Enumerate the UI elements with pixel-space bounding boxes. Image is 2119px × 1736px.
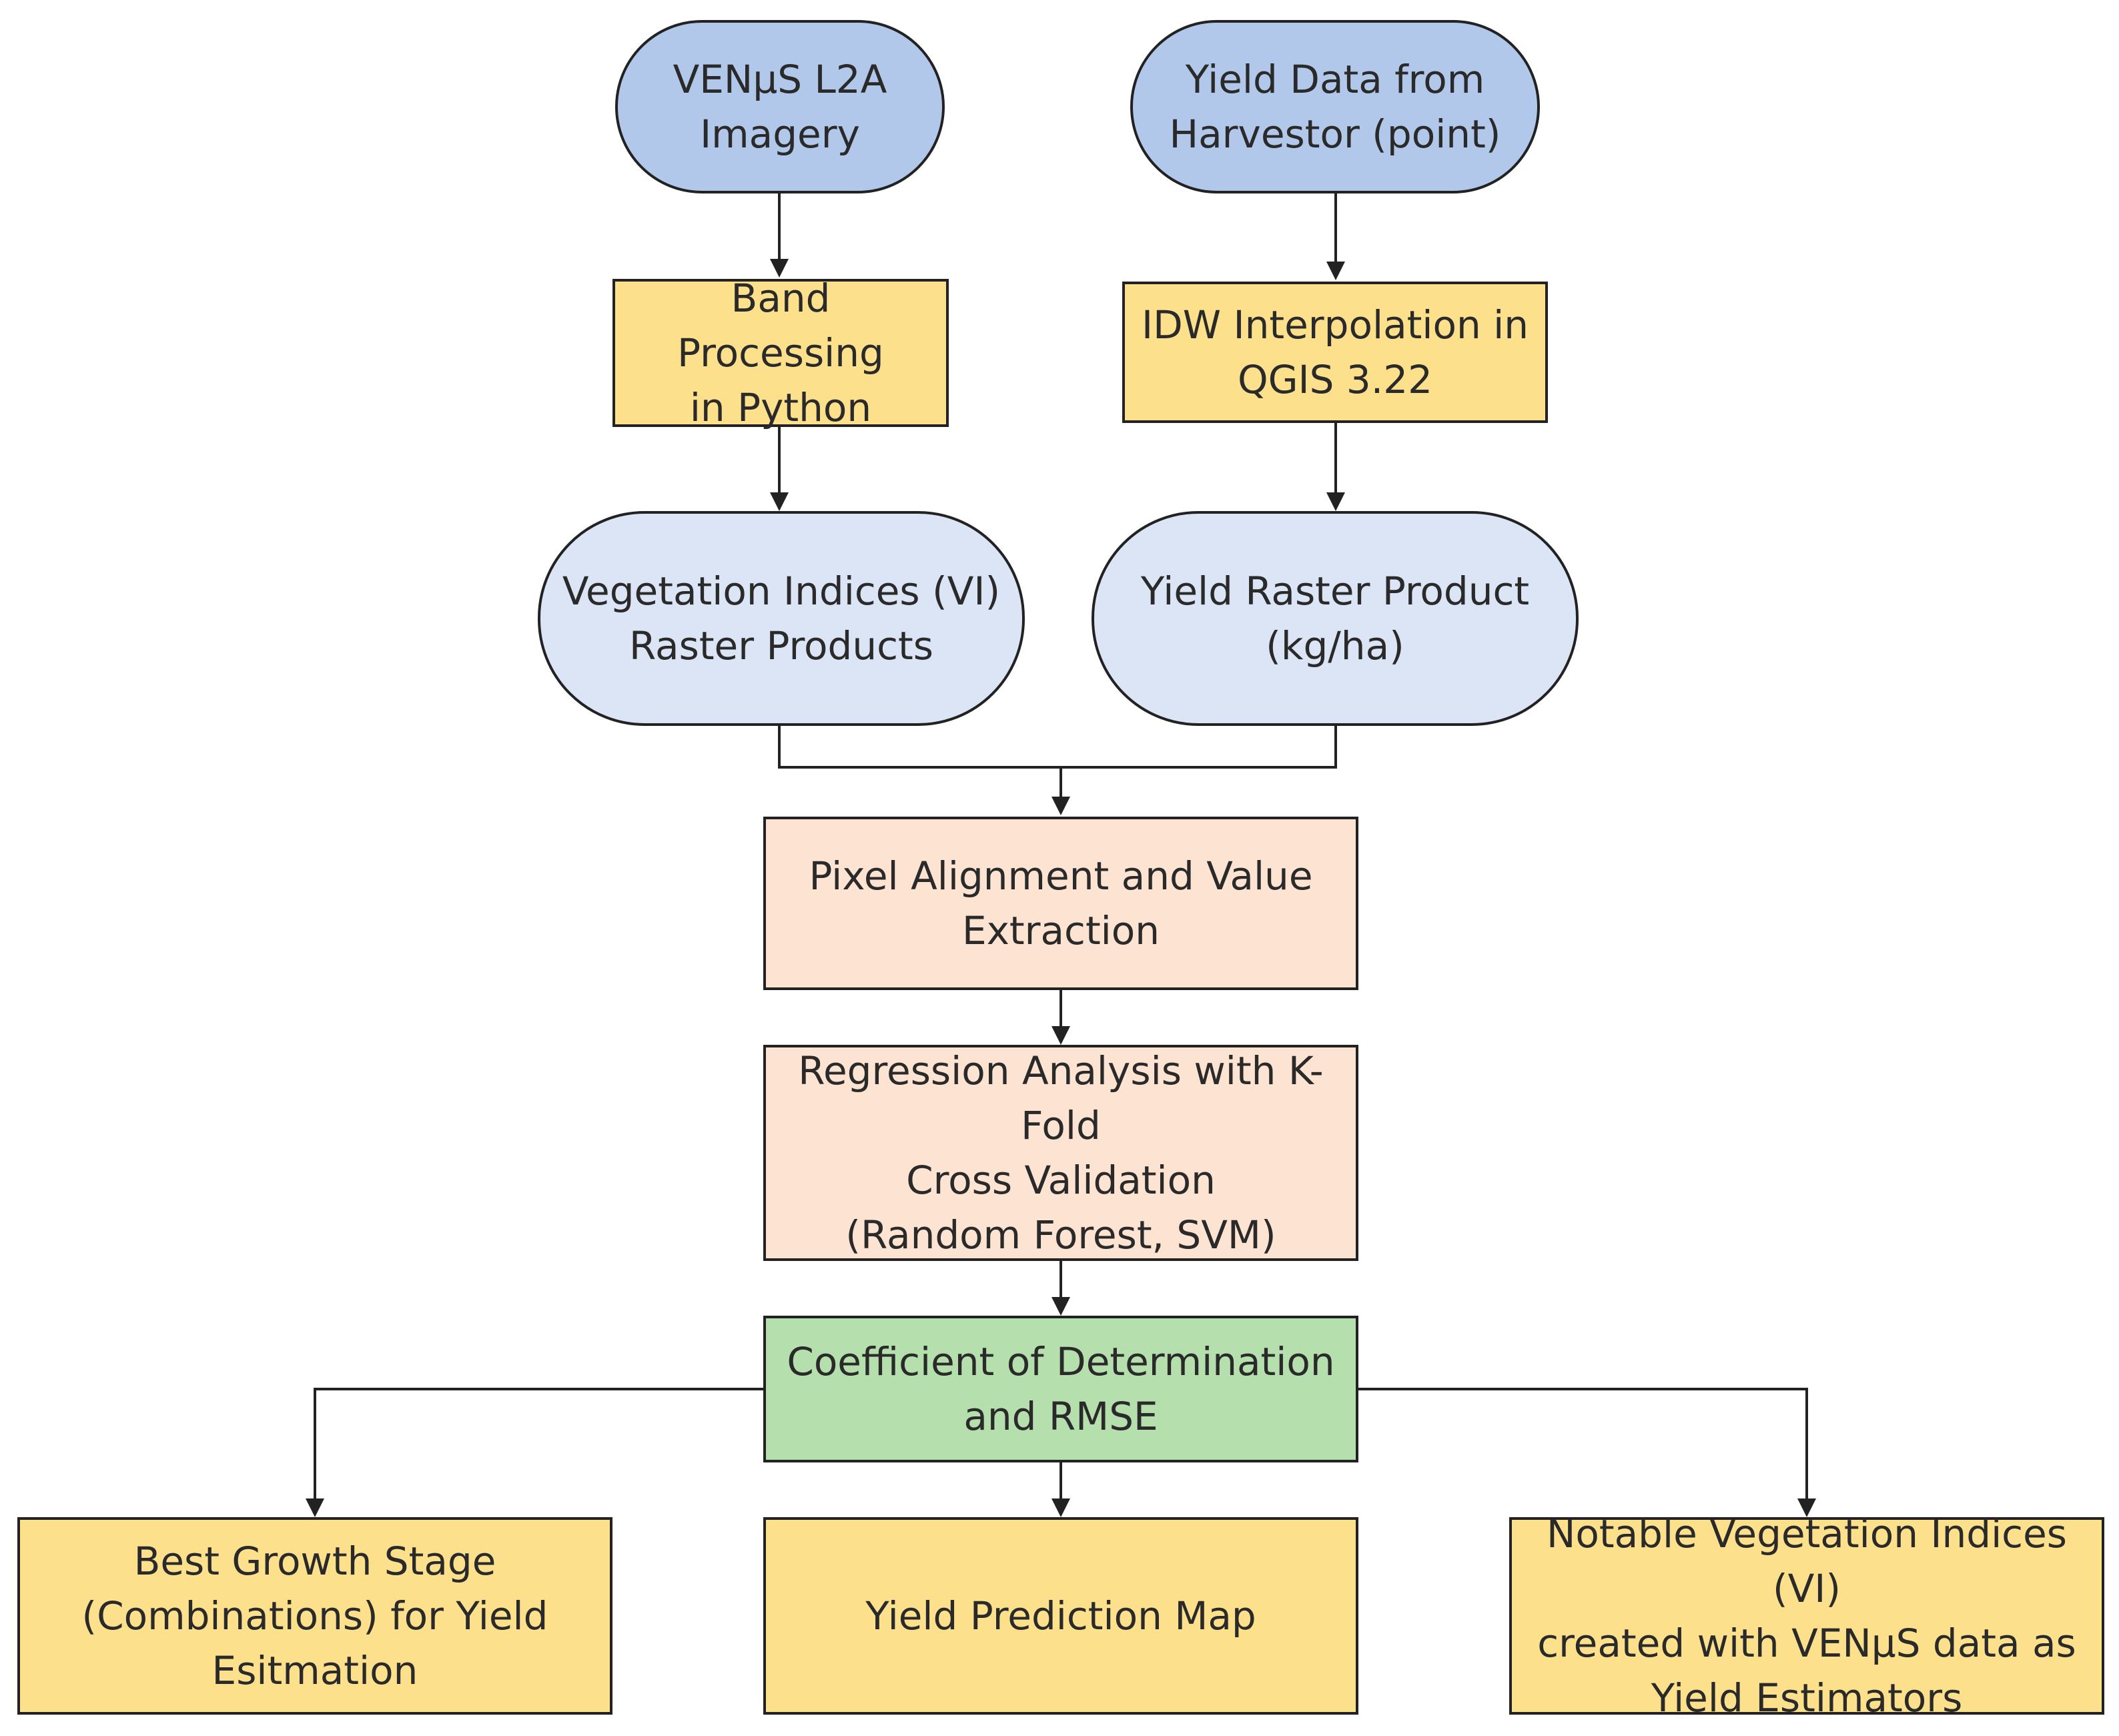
node-pixel-alignment: Pixel Alignment and Value Extraction <box>763 817 1358 990</box>
arrowhead-idw-to-yieldraster <box>1326 492 1345 511</box>
arrowhead-coefficient-to-notablevi <box>1797 1498 1816 1517</box>
merge-line <box>778 726 1337 769</box>
arrowhead-yield-to-idw <box>1326 262 1345 280</box>
arrow-coefficient-to-growthstage <box>314 1388 763 1514</box>
arrowhead-merge-to-pixel <box>1051 797 1070 815</box>
node-yield-prediction-map: Yield Prediction Map <box>763 1517 1358 1715</box>
node-band-processing: Band Processing in Python <box>612 276 949 430</box>
node-yield-raster: Yield Raster Product (kg/ha) <box>1092 511 1579 726</box>
node-venus-imagery: VENμS L2A Imagery <box>615 20 945 193</box>
arrowhead-coefficient-to-predictionmap <box>1051 1498 1070 1517</box>
arrowhead-coefficient-to-growthstage <box>306 1498 324 1517</box>
node-best-growth-stage: Best Growth Stage (Combinations) for Yie… <box>17 1517 612 1715</box>
node-coefficient-rmse: Coefficient of Determination and RMSE <box>763 1316 1358 1462</box>
arrowhead-band-to-vi <box>770 492 789 511</box>
node-notable-vi: Notable Vegetation Indices (VI) created … <box>1509 1511 2104 1721</box>
node-yield-data: Yield Data from Harvestor (point) <box>1130 20 1540 193</box>
arrowhead-pixel-to-regression <box>1051 1026 1070 1045</box>
node-vi-raster: Vegetation Indices (VI) Raster Products <box>538 511 1025 726</box>
node-regression-analysis: Regression Analysis with K-Fold Cross Va… <box>763 1045 1358 1261</box>
arrowhead-venus-to-band <box>770 259 789 278</box>
arrow-coefficient-to-notablevi <box>1358 1388 1808 1514</box>
node-idw-interpolation: IDW Interpolation in QGIS 3.22 <box>1122 282 1548 423</box>
arrowhead-regression-to-coefficient <box>1051 1297 1070 1316</box>
